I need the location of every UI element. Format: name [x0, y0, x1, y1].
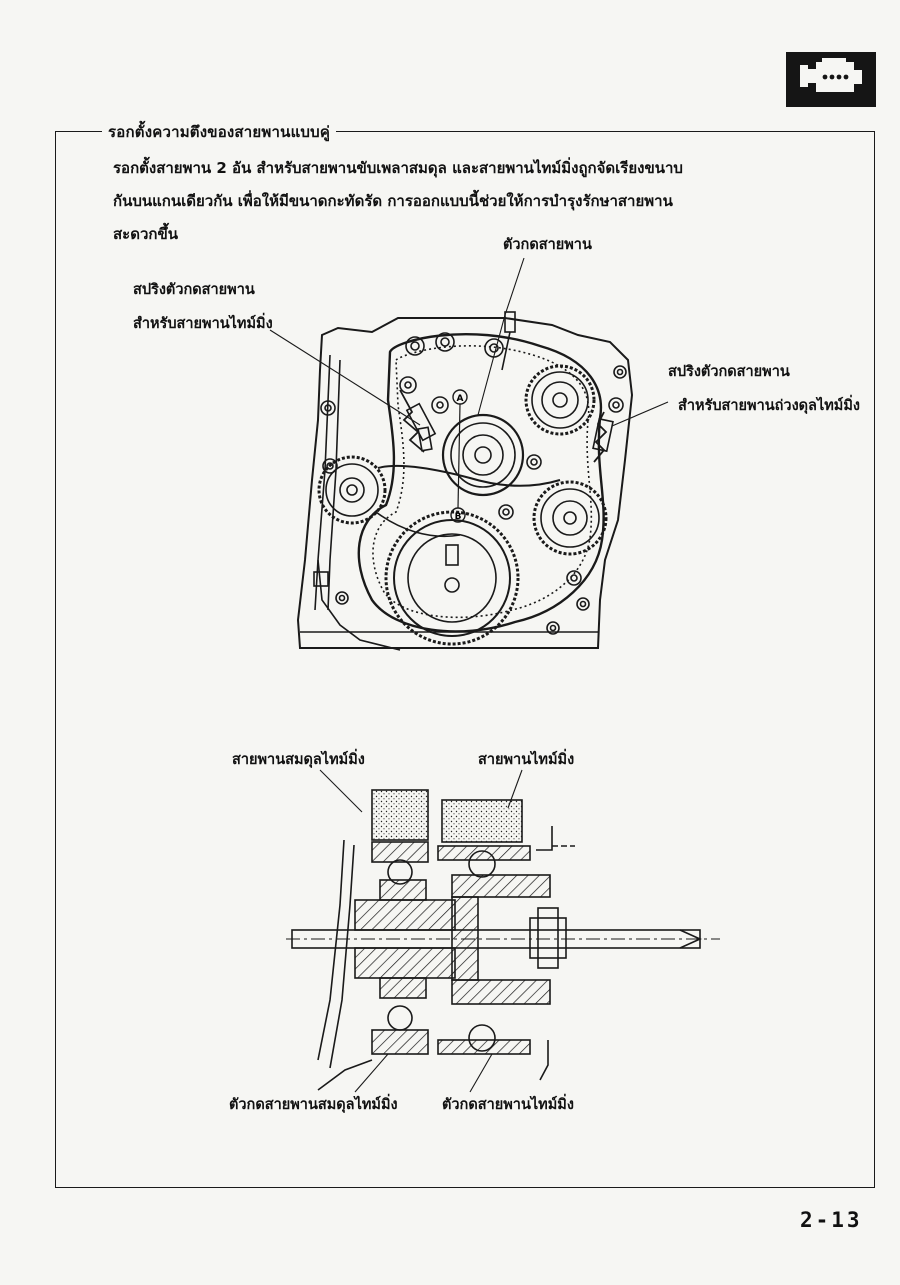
engine-icon: [800, 58, 862, 92]
timing-belt-label: สายพานไทม์มิ่ง: [478, 752, 575, 768]
balancer-spring-label-line1: สปริงตัวกดสายพาน: [668, 364, 790, 380]
page-number: 2-13: [800, 1208, 863, 1232]
section-title: รอกตั้งความตึงของสายพานแบบคู่: [102, 120, 337, 144]
timing-spring-label-line1: สปริงตัวกดสายพาน: [133, 282, 255, 298]
marker-a: A: [457, 394, 464, 404]
intro-line: สะดวกขึ้น: [113, 225, 178, 243]
intro-paragraph: รอกตั้งสายพาน 2 อัน สำหรับสายพานขับเพลาส…: [113, 152, 733, 251]
balancer-belt-label: สายพานสมดุลไทม์มิ่ง: [232, 752, 365, 768]
intro-line: รอกตั้งสายพาน 2 อัน สำหรับสายพานขับเพลาส…: [113, 159, 683, 177]
timing-spring-label-line2: สำหรับสายพานไทม์มิ่ง: [133, 316, 273, 332]
timing-tensioner-label: ตัวกดสายพานไทม์มิ่ง: [442, 1097, 574, 1113]
engine-section-badge: [786, 52, 876, 107]
tensioner-label: ตัวกดสายพาน: [503, 237, 592, 253]
balancer-tensioner-label: ตัวกดสายพานสมดุลไทม์มิ่ง: [229, 1097, 398, 1113]
marker-b: B: [455, 512, 462, 522]
content-frame: [55, 131, 875, 1188]
balancer-spring-label-line2: สำหรับสายพานถ่วงดุลไทม์มิ่ง: [678, 398, 860, 414]
intro-line: กันบนแกนเดียวกัน เพื่อให้มีขนาดกะทัดรัด …: [113, 192, 673, 210]
